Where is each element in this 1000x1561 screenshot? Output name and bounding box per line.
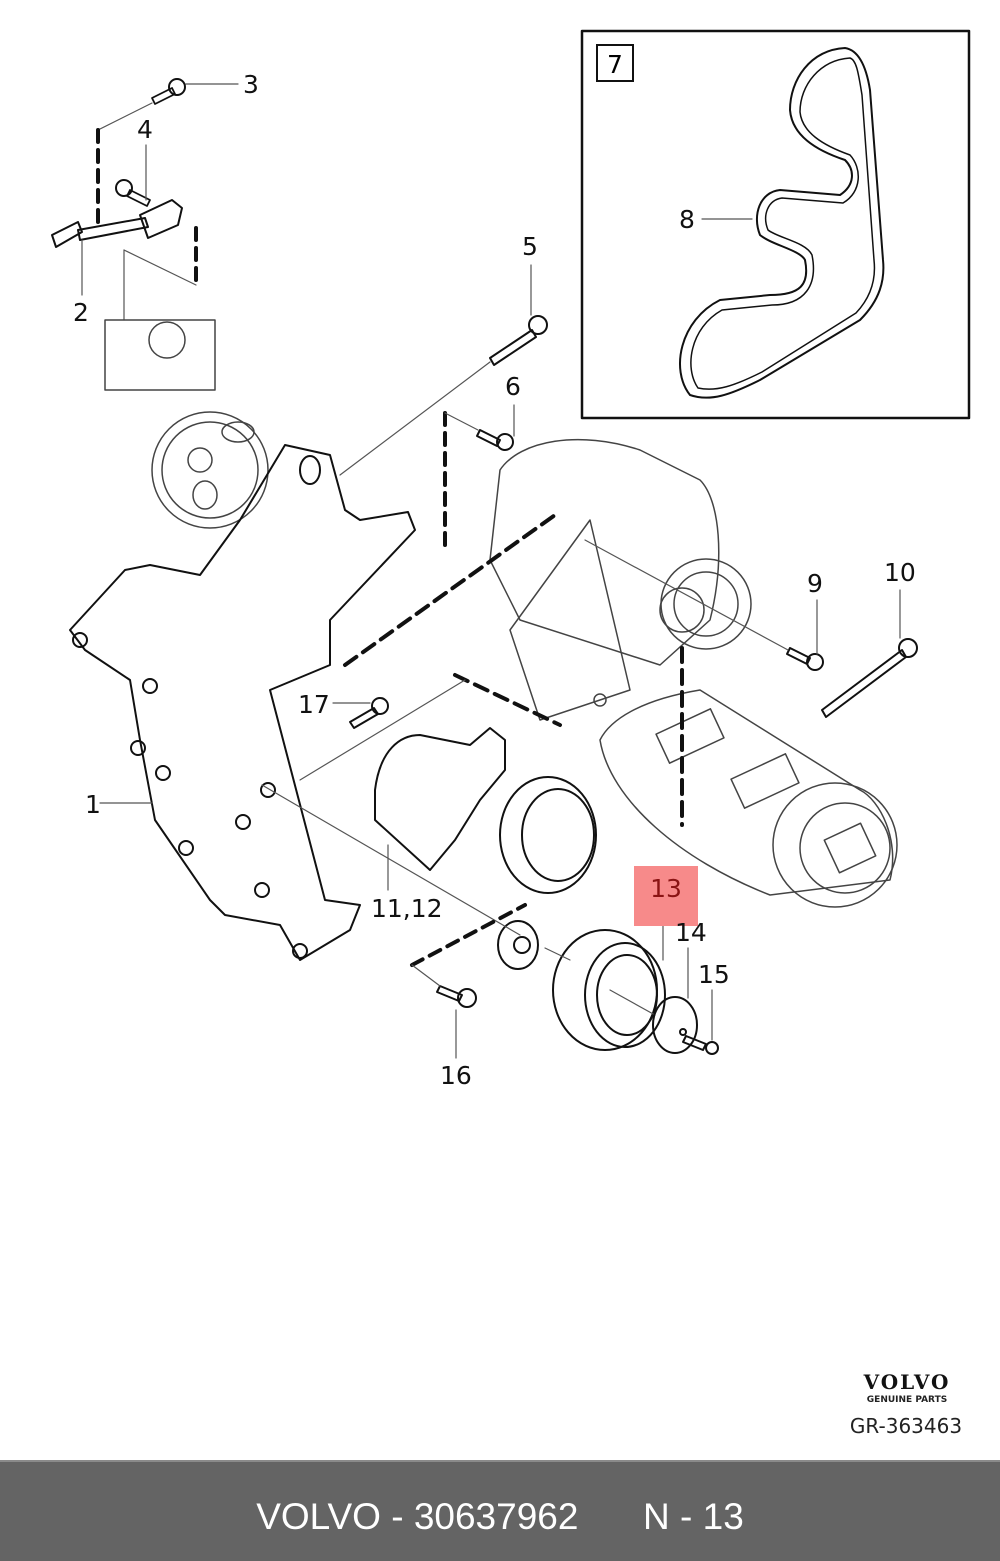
bolt-15 [682,989,719,1055]
footer-part-number: 30637962 [413,1496,579,1537]
callout-8: 8 [679,205,695,234]
bracket-2 [51,199,198,321]
callout-10: 10 [884,558,916,587]
footer-brand: VOLVO [256,1496,381,1537]
bolt-17 [299,679,466,781]
footer-position-prefix: N [643,1496,670,1537]
power-steering-pump [104,319,269,529]
callout-13-highlighted[interactable]: 13 [634,866,698,926]
alternator [489,438,752,721]
drive-belt [679,47,885,399]
idler-pulley-13 [544,904,666,1051]
callout-15: 15 [698,960,730,989]
bolt-5 [339,264,548,476]
bolt-9 [584,539,824,671]
footer-caption: VOLVO - 30637962 N - 13 [0,1496,1000,1538]
callout-2: 2 [73,298,89,327]
genuine-parts-tagline: GENUINE PARTS [866,1395,948,1405]
bolt-16 [411,964,477,1059]
callout-17: 17 [298,690,330,719]
pulley-cover-14 [652,947,698,1054]
footer-bar: VOLVO - 30637962 N - 13 [0,1460,1000,1561]
bolt-10 [821,589,918,718]
footer-separator: - [391,1496,404,1537]
drawing-code: GR-363463 [849,1414,963,1438]
main-bracket-1 [69,444,416,961]
callout-4: 4 [137,115,153,144]
callout-14: 14 [675,918,707,947]
callout-11-12: 11,12 [371,894,443,923]
footer-separator-2: - [680,1496,693,1537]
bolt-4 [115,144,151,207]
callout-6: 6 [505,372,521,401]
callout-3: 3 [243,70,259,99]
callout-5: 5 [522,232,538,261]
belt-inset [580,29,971,420]
bolt-3 [151,78,239,105]
callout-1: 1 [85,790,101,819]
footer-position-number: 13 [702,1496,744,1537]
volvo-logo: VOLVO [863,1370,951,1394]
callout-16: 16 [440,1061,472,1090]
callout-9: 9 [807,569,823,598]
bolt-6 [443,404,515,547]
inset-label-7: 7 [596,44,634,82]
exploded-parts-diagram [51,29,971,1059]
belt-tensioner-11-12 [261,727,597,970]
